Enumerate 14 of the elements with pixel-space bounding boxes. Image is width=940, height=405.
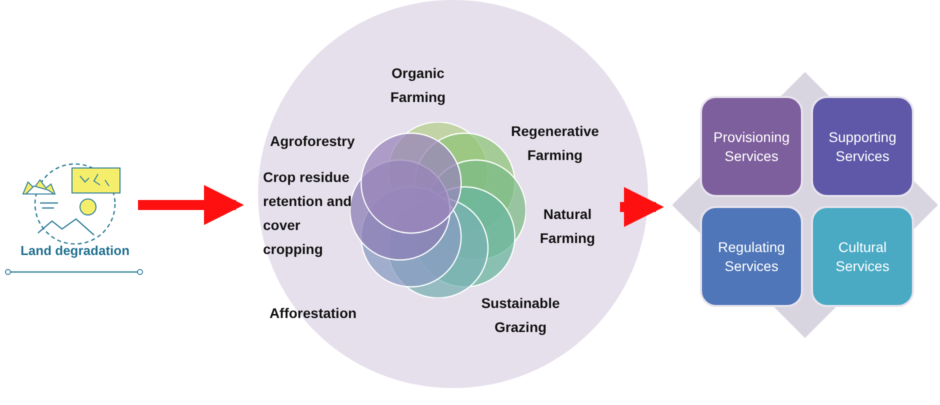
service-box: Supporting Services: [811, 96, 914, 197]
practice-label: Organic Farming: [390, 65, 446, 105]
practice-label: Agroforestry: [270, 133, 355, 149]
practice-label: Afforestation: [269, 305, 357, 321]
arrow: [620, 187, 664, 227]
service-box: Cultural Services: [811, 206, 914, 307]
service-box: Provisioning Services: [700, 96, 803, 197]
service-box: Regulating Services: [700, 206, 803, 307]
practice-label: Regenerative Farming: [511, 123, 599, 163]
node-label: Land degradation: [19, 242, 131, 260]
practice-label: Sustainable Grazing: [481, 295, 560, 335]
practice-label: Crop residue retention and cover cropping: [263, 169, 352, 257]
arrow: [138, 185, 244, 225]
practice-label: Natural Farming: [540, 206, 596, 246]
